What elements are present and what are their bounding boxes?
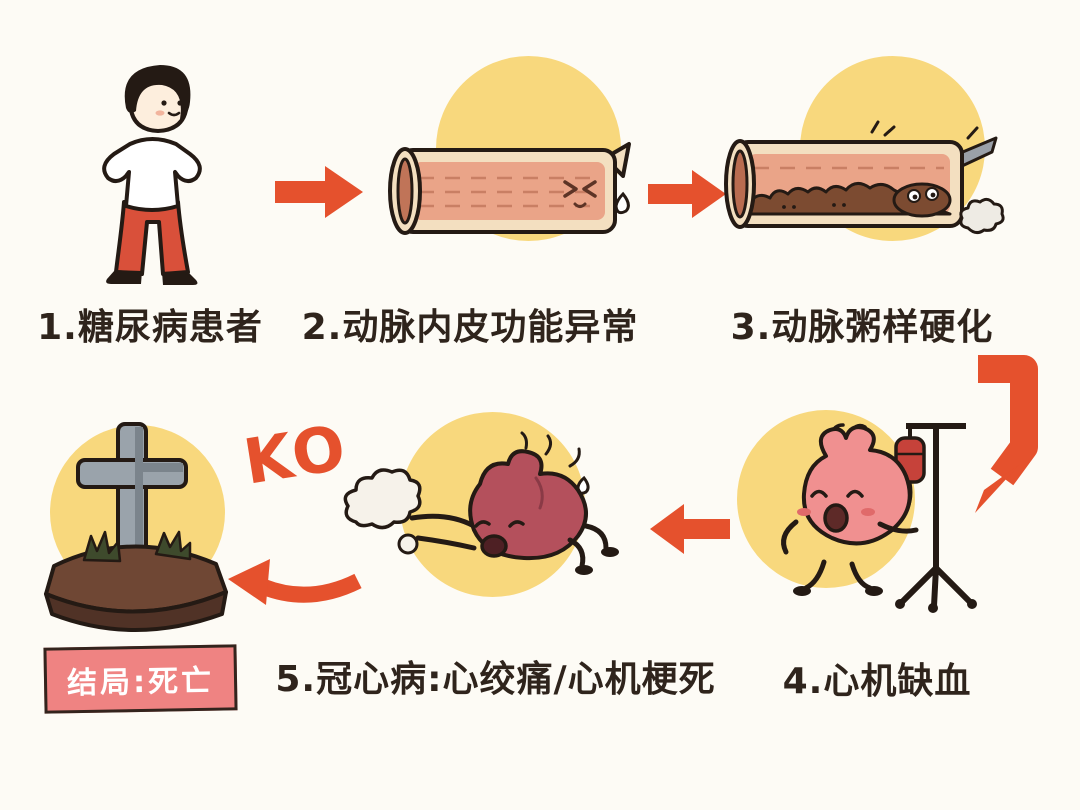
- collapsed-open-mouth: [480, 534, 508, 558]
- plaque-blob-eye: [782, 205, 786, 209]
- collapsed-heart-crease: [534, 476, 544, 510]
- heart-blush-right: [861, 508, 875, 516]
- heart-leg-left: [803, 559, 827, 591]
- patient-pants: [114, 200, 190, 276]
- arrow-step3-to-step4: [975, 355, 1038, 513]
- patient-torso: [102, 137, 202, 212]
- collapsed-foot-right: [601, 547, 619, 557]
- atherosclerosis-illustration: [724, 120, 1005, 235]
- artery-mouth: [573, 202, 587, 208]
- patient-blush: [155, 110, 165, 116]
- collapsed-heart-illustration: [343, 431, 619, 575]
- grave-illustration: [44, 422, 228, 632]
- arrow-step5-to-outcome: [228, 559, 362, 605]
- artery-opening-hole: [731, 149, 749, 219]
- iv-stand-legs: [899, 565, 973, 609]
- arrow-step1-to-step2: [275, 166, 363, 218]
- collapsed-foot-left: [575, 565, 593, 575]
- collapsed-arm-upper: [409, 513, 477, 529]
- ischemic-heart-illustration: [781, 423, 977, 613]
- plaque-monster-pupil-right: [930, 192, 936, 198]
- heart-closed-eye-right: [846, 489, 864, 498]
- artery-opening-hole: [396, 157, 414, 225]
- heart-blush-left: [797, 508, 811, 516]
- smoke-puff-small: [397, 533, 419, 555]
- grass-tuft-left: [82, 530, 122, 563]
- plaque-monster-pupil-left: [912, 194, 918, 200]
- heart-foot-right: [865, 586, 883, 596]
- artery-endothelium-illustration: [388, 142, 631, 235]
- smoke-puff: [959, 197, 1005, 235]
- plaque-blob-eye: [792, 205, 796, 209]
- artery-lining-lines: [419, 176, 597, 208]
- label-outcome: 结局:死亡: [43, 644, 238, 714]
- collapsed-leg-right: [583, 523, 609, 551]
- heart-arm-right: [877, 521, 919, 534]
- artery-angry-eyes: [563, 180, 597, 198]
- grass-tuft-right: [154, 530, 192, 561]
- arrow-step2-to-step3: [648, 170, 726, 218]
- heart-open-mouth: [823, 503, 849, 533]
- heart-body: [801, 425, 912, 546]
- iv-stand-wheel: [928, 603, 938, 613]
- patient-shoe-right: [162, 271, 198, 285]
- collapsed-eye-left: [474, 520, 491, 528]
- patient-mouth: [167, 111, 181, 117]
- arrow-step4-to-step5: [650, 504, 730, 554]
- collapsed-eye-right: [508, 520, 525, 528]
- plaque-blob-eye: [842, 203, 846, 207]
- collapsed-leg-left: [567, 537, 586, 569]
- heart-foot-left: [793, 586, 811, 596]
- heart-leg-right: [849, 561, 873, 591]
- label-step1: 1.糖尿病患者: [37, 307, 263, 348]
- iv-stand-wheel: [967, 599, 977, 609]
- collapsed-arm-lower: [415, 535, 477, 551]
- heart-closed-eye-left: [810, 489, 828, 498]
- patient-hair: [124, 65, 191, 119]
- grave-mound-front: [44, 590, 228, 632]
- plaque-blob-eye: [832, 203, 836, 207]
- patient-eye-left: [161, 100, 167, 106]
- label-step2: 2.动脉内皮功能异常: [301, 307, 639, 348]
- plaque-monster-body: [892, 182, 952, 218]
- cross-shading: [135, 427, 183, 553]
- sweat-flick-marks: [520, 431, 581, 468]
- artery-sweat-drop: [614, 191, 630, 215]
- label-step4: 4.心机缺血: [782, 661, 972, 702]
- heart-arm-left: [781, 519, 799, 555]
- patient-shoe-left: [106, 270, 142, 284]
- diabetes-patient-illustration: [102, 65, 202, 285]
- label-step5: 5.冠心病:心绞痛/心机梗死: [275, 659, 716, 700]
- iv-stand-wheel: [895, 599, 905, 609]
- patient-eye-right: [177, 100, 183, 106]
- smoke-cloud: [343, 468, 422, 530]
- sweat-flick-marks: [870, 120, 994, 150]
- label-step3: 3.动脉粥样硬化: [730, 307, 994, 348]
